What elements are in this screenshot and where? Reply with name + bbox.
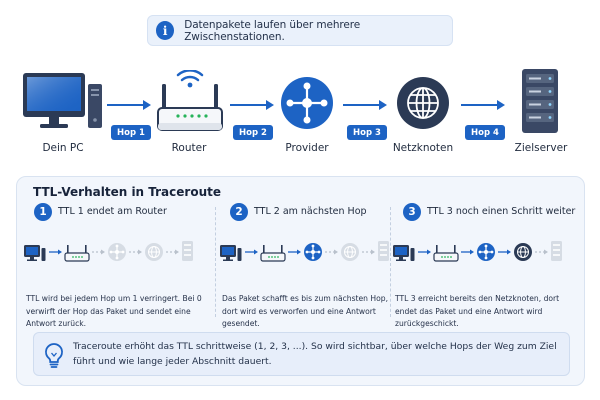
mini-server-icon [182,241,193,261]
mini-router-icon [433,245,459,262]
ttl-title: TTL-Verhalten in Traceroute [33,185,221,199]
mini-arrow [498,249,511,255]
ttl-panel: TTL-Verhalten in Traceroute 1 TTL 1 ende… [16,176,585,386]
network-hub-icon [281,77,333,129]
wifi-router-icon [157,70,223,131]
step-desc-2: Das Paket schafft es bis zum nächsten Ho… [222,294,389,328]
banner-text: Datenpakete laufen über mehrere Zwischen… [184,18,361,43]
step-badge-3: 3 [403,203,421,221]
info-banner: i Datenpakete laufen über mehrere Zwisch… [147,15,453,46]
globe-icon [397,77,449,129]
lightbulb-icon [45,343,63,368]
step-badge-2: 2 [230,203,248,221]
mini-arrow [325,249,338,255]
mini-provider-icon [108,243,126,261]
mini-flow-svg [393,241,562,262]
step-title-2: TTL 2 am nächsten Hop [254,206,367,217]
mini-flow-3 [393,239,562,267]
mini-pc-icon [393,245,415,261]
mini-arrow [92,249,105,255]
mini-netzknoten-icon [514,243,532,261]
hop-badge-1: Hop 1 [111,125,151,140]
mini-flow-1 [24,239,193,267]
mini-pc-icon [220,245,242,261]
hop-badge-3: Hop 3 [347,125,387,140]
ttl-step-1: 1 TTL 1 endet am Router TTL wird bei jed… [24,203,209,328]
mini-server-icon [551,241,562,261]
step-desc-1: TTL wird bei jedem Hop um 1 verringert. … [26,294,202,328]
node-label-netzknoten: Netzknoten [392,142,454,154]
tip-box: Traceroute erhöht das TTL schrittweise (… [33,332,570,376]
mini-arrow [166,249,179,255]
hop-arrow-1 [107,100,151,110]
hop-arrow-3 [343,100,387,110]
step-badge-1: 1 [34,203,52,221]
mini-arrow [461,249,474,255]
mini-arrow [129,249,142,255]
desktop-pc-icon [23,73,102,128]
node-label-zielserver: Zielserver [514,142,568,154]
server-icon [522,69,558,133]
mini-arrow [535,249,548,255]
hop-badge-4: Hop 4 [465,125,505,140]
mini-provider-icon [304,243,322,261]
column-divider [215,207,216,317]
hop-arrow-2 [230,100,274,110]
mini-arrow [49,249,62,255]
mini-arrow [288,249,301,255]
mini-netzknoten-icon [145,243,163,261]
mini-arrow [245,249,258,255]
mini-router-icon [260,245,286,262]
info-icon: i [156,21,175,40]
hop-badge-2: Hop 2 [233,125,273,140]
step-title-3: TTL 3 noch einen Schritt weiter [427,206,576,217]
step-title-1: TTL 1 endet am Router [58,206,167,217]
mini-flow-svg [220,241,389,262]
mini-flow-2 [220,239,389,267]
mini-server-icon [378,241,389,261]
mini-netzknoten-icon [341,243,359,261]
step-desc-3: TTL 3 erreicht bereits den Netzknoten, d… [395,294,560,328]
mini-arrow [362,249,375,255]
ttl-step-2: 2 TTL 2 am nächsten Hop Das Paket schaff… [220,203,395,328]
node-label-provider: Provider [285,142,329,154]
hop-arrow-4 [461,100,505,110]
mini-pc-icon [24,245,46,261]
mini-router-icon [64,245,90,262]
tip-text: Traceroute erhöht das TTL schrittweise (… [73,341,557,367]
node-label-pc: Dein PC [42,142,84,154]
node-label-router: Router [171,142,207,154]
mini-flow-svg [24,241,193,262]
mini-arrow [418,249,431,255]
column-divider [390,207,391,317]
ttl-step-3: 3 TTL 3 noch einen Schritt weiter TTL 3 … [393,203,578,328]
mini-provider-icon [477,243,495,261]
